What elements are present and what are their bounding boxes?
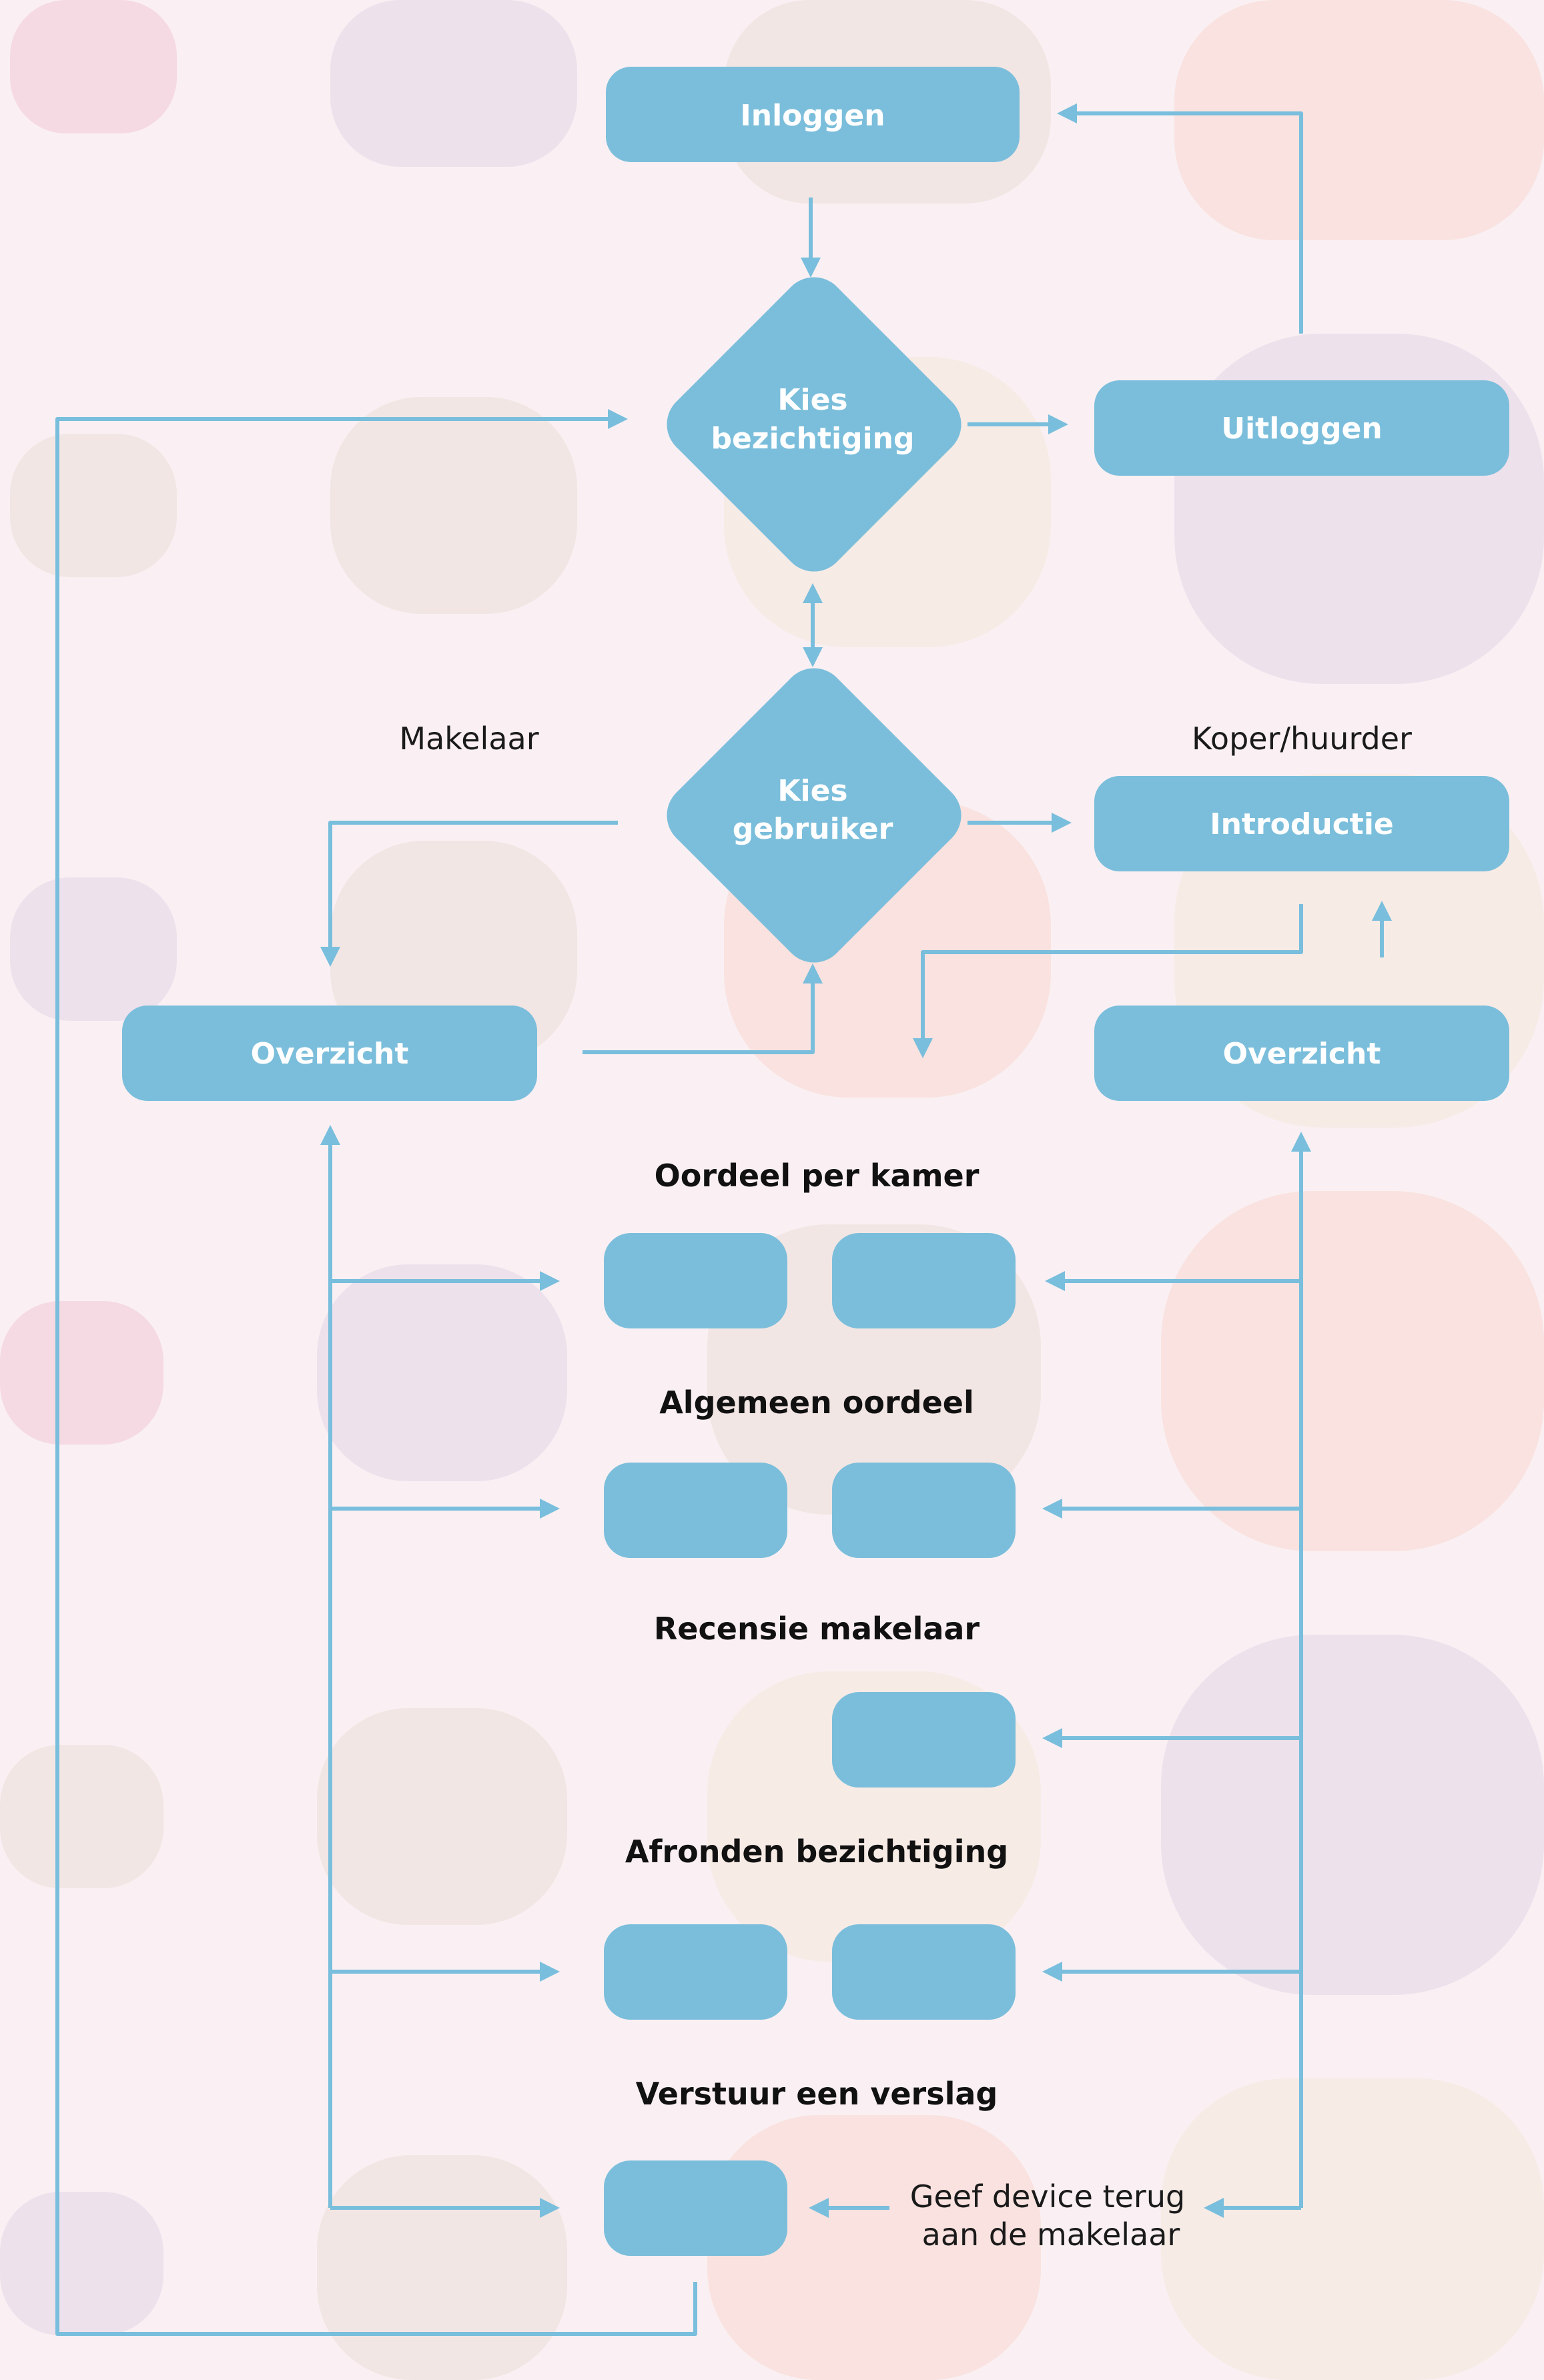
- oordeel-per-kamer-heading: Oordeel per kamer: [655, 1158, 980, 1194]
- koper-huurder-label: Koper/huurder: [1192, 721, 1412, 757]
- inloggen-label: Inloggen: [740, 99, 885, 133]
- background-blob: [1161, 1635, 1544, 1995]
- connectors: [55, 103, 1392, 2336]
- kies-gebruiker-node: [667, 668, 961, 963]
- geef-device-label-line1: Geef device terug: [910, 2178, 1185, 2215]
- kies-gebruiker-label-line2: gebruiker: [733, 812, 893, 846]
- nodes: [122, 67, 1509, 2256]
- background-blob: [317, 2155, 567, 2380]
- role-labels: Makelaar Koper/huurder Geef device terug…: [399, 721, 1412, 2253]
- connector-gebruiker-to-overzicht-makelaar: [320, 821, 618, 967]
- background-blob: [330, 397, 577, 614]
- overzicht-makelaar-node: [122, 1006, 537, 1101]
- geef-device-label-line2: aan de makelaar: [922, 2217, 1180, 2253]
- kies-bezichtiging-label-line1: Kies: [777, 383, 847, 417]
- afronden-bezichtiging-heading: Afronden bezichtiging: [625, 1834, 1008, 1870]
- verslag-makelaar-screen: [604, 2160, 787, 2256]
- algemeen-oordeel-heading: Algemeen oordeel: [659, 1384, 974, 1421]
- overzicht-koper-node: [1094, 1006, 1509, 1101]
- overzicht-makelaar-label: Overzicht: [251, 1037, 409, 1071]
- connector-overzicht-makelaar-to-gebruiker: [583, 963, 823, 1054]
- background-blob: [330, 0, 577, 167]
- background-blob: [707, 2115, 1041, 2380]
- recensie-makelaar-heading: Recensie makelaar: [654, 1611, 980, 1647]
- uitloggen-node: [1094, 380, 1509, 476]
- background-blob: [1174, 0, 1544, 240]
- background-blob: [0, 1301, 163, 1445]
- connector-introductie-to-overzicht: [913, 904, 1303, 1058]
- introductie-node: [1094, 776, 1509, 871]
- background-blob: [10, 0, 177, 133]
- afronden-koper-screen: [832, 1924, 1016, 2020]
- makelaar-label: Makelaar: [399, 721, 538, 757]
- node-labels: Inloggen Kies bezichtiging Uitloggen Kie…: [251, 99, 1394, 1071]
- background-blob: [0, 1745, 163, 1888]
- introductie-label: Introductie: [1210, 807, 1394, 841]
- algemeen-makelaar-screen: [604, 1463, 787, 1558]
- kies-bezichtiging-label-line2: bezichtiging: [711, 422, 915, 456]
- overzicht-koper-label: Overzicht: [1223, 1037, 1381, 1071]
- kies-gebruiker-label-line1: Kies: [777, 774, 847, 808]
- recensie-koper-screen: [832, 1692, 1016, 1788]
- kies-bezichtiging-node: [667, 277, 961, 572]
- verstuur-verslag-heading: Verstuur een verslag: [636, 2076, 998, 2112]
- connector-uitloggen-to-inloggen: [1057, 103, 1303, 334]
- inloggen-node: [606, 67, 1020, 162]
- background-blob: [317, 1264, 567, 1481]
- connector-outer-loop: [55, 409, 697, 2336]
- afronden-makelaar-screen: [604, 1924, 787, 2020]
- section-headings: Oordeel per kamer Algemeen oordeel Recen…: [625, 1158, 1008, 2112]
- kamer-makelaar-screen: [604, 1233, 787, 1328]
- background-blob: [10, 434, 177, 577]
- background-blob: [317, 1708, 567, 1925]
- kamer-koper-screen: [832, 1233, 1016, 1328]
- algemeen-koper-screen: [832, 1463, 1016, 1558]
- background-blob: [1161, 1191, 1544, 1551]
- uitloggen-label: Uitloggen: [1221, 412, 1382, 446]
- background-blob: [1161, 2078, 1544, 2380]
- background-blob: [0, 2192, 163, 2335]
- background-blob: [10, 877, 177, 1021]
